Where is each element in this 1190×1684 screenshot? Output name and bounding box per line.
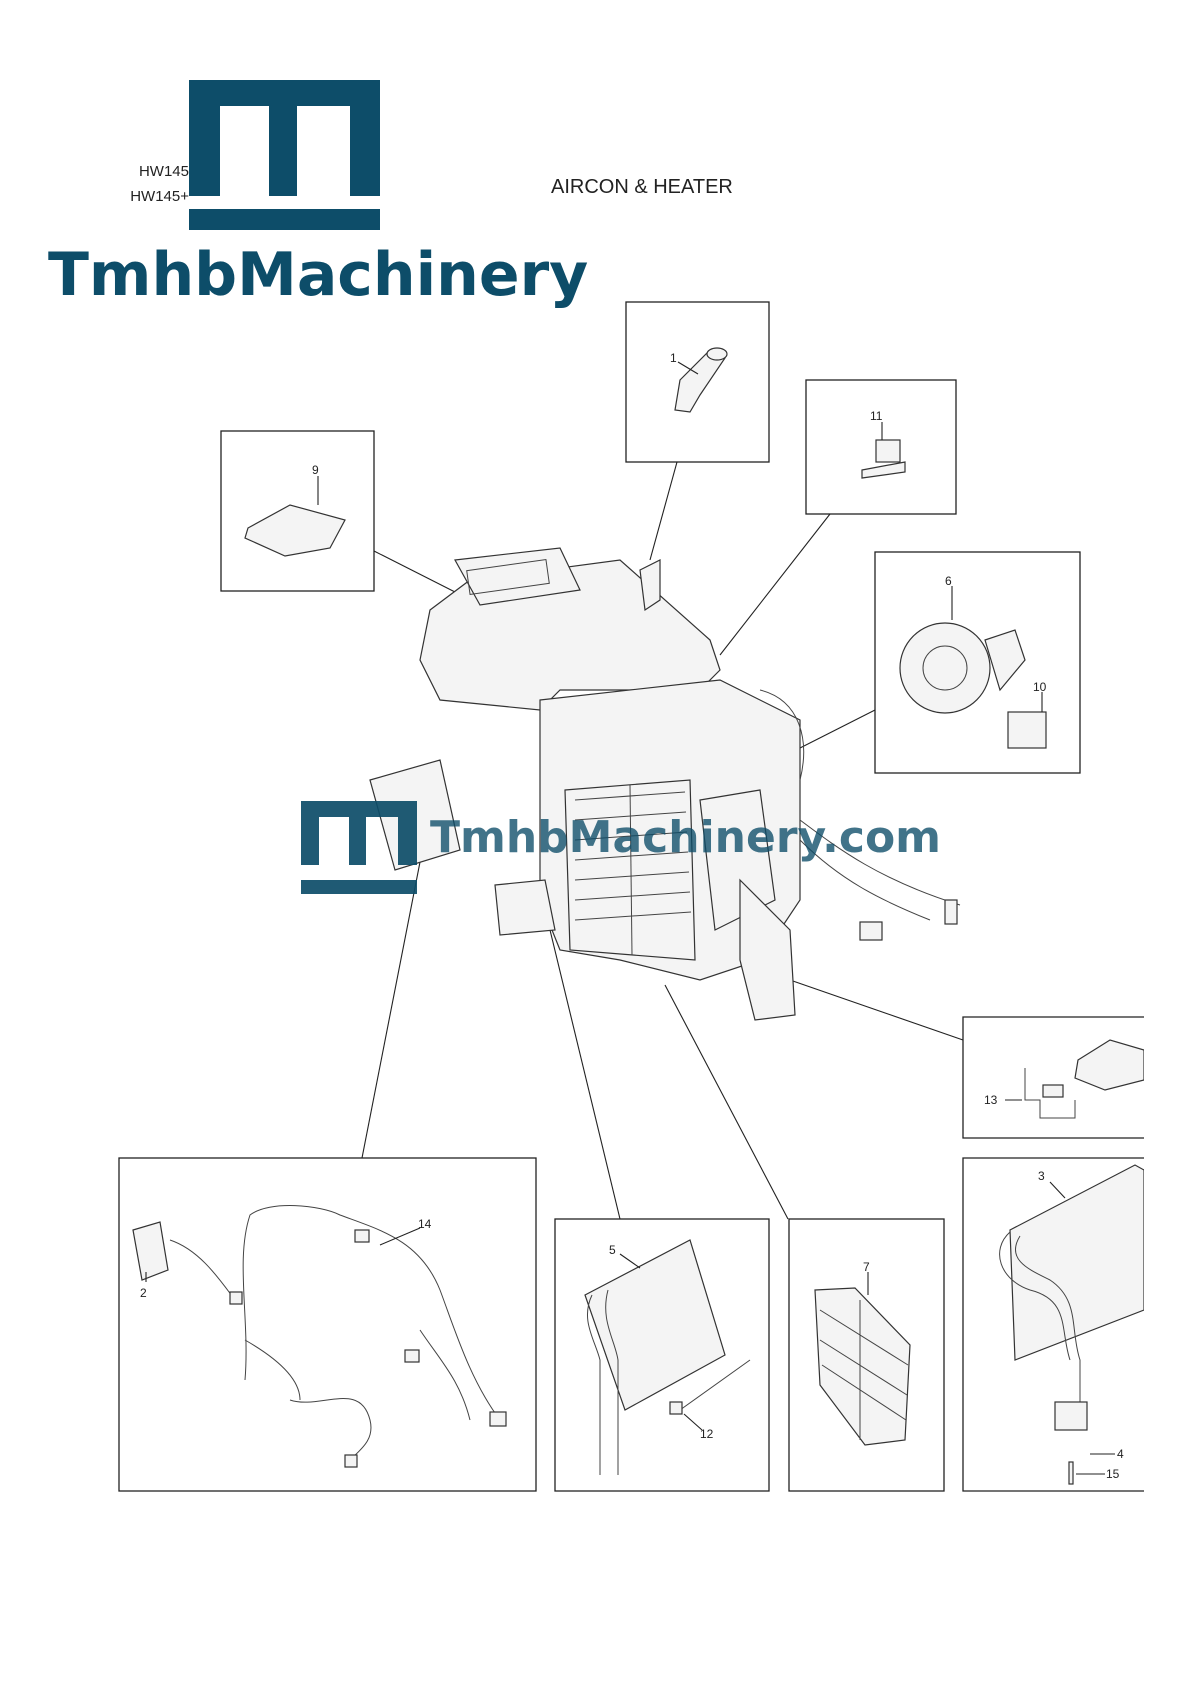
- brand-logo: TmhbMachinery: [48, 80, 588, 310]
- detail-box-part-1: 1: [625, 301, 770, 463]
- detail-box-part-7: 7: [788, 1218, 945, 1492]
- detail-box-part-11: 11: [805, 379, 957, 515]
- callout-1: 1: [670, 351, 677, 365]
- callout-5: 5: [609, 1243, 616, 1257]
- callout-13: 13: [984, 1093, 998, 1107]
- callout-9: 9: [312, 463, 319, 477]
- detail-box-part-6-10: 6 10: [874, 551, 1081, 774]
- callout-12: 12: [700, 1427, 714, 1441]
- callout-6: 6: [945, 574, 952, 588]
- logo-text: TmhbMachinery: [48, 240, 588, 310]
- callout-11: 11: [870, 409, 883, 423]
- callout-10: 10: [1033, 680, 1047, 694]
- model-label-1: HW145: [139, 163, 189, 180]
- detail-box-part-13: 13: [962, 1016, 1145, 1139]
- model-label-2: HW145+: [130, 188, 189, 205]
- callout-3: 3: [1038, 1169, 1045, 1183]
- detail-box-part-9: 9: [220, 430, 375, 592]
- detail-box-part-5-12: 5 12: [554, 1218, 770, 1492]
- callout-15: 15: [1106, 1467, 1120, 1481]
- detail-box-part-3-4-15: 3 4 15: [962, 1157, 1145, 1492]
- callout-2: 2: [140, 1286, 147, 1300]
- page-title: AIRCON & HEATER: [551, 176, 733, 198]
- hvac-unit-assembly: [369, 547, 961, 1021]
- watermark: TmhbMachinery.com: [301, 801, 941, 894]
- callout-14: 14: [418, 1217, 432, 1231]
- watermark-text: TmhbMachinery.com: [430, 812, 941, 863]
- callout-7: 7: [863, 1260, 870, 1274]
- detail-box-part-14-2: 2 14: [118, 1157, 537, 1492]
- callout-4: 4: [1117, 1447, 1124, 1461]
